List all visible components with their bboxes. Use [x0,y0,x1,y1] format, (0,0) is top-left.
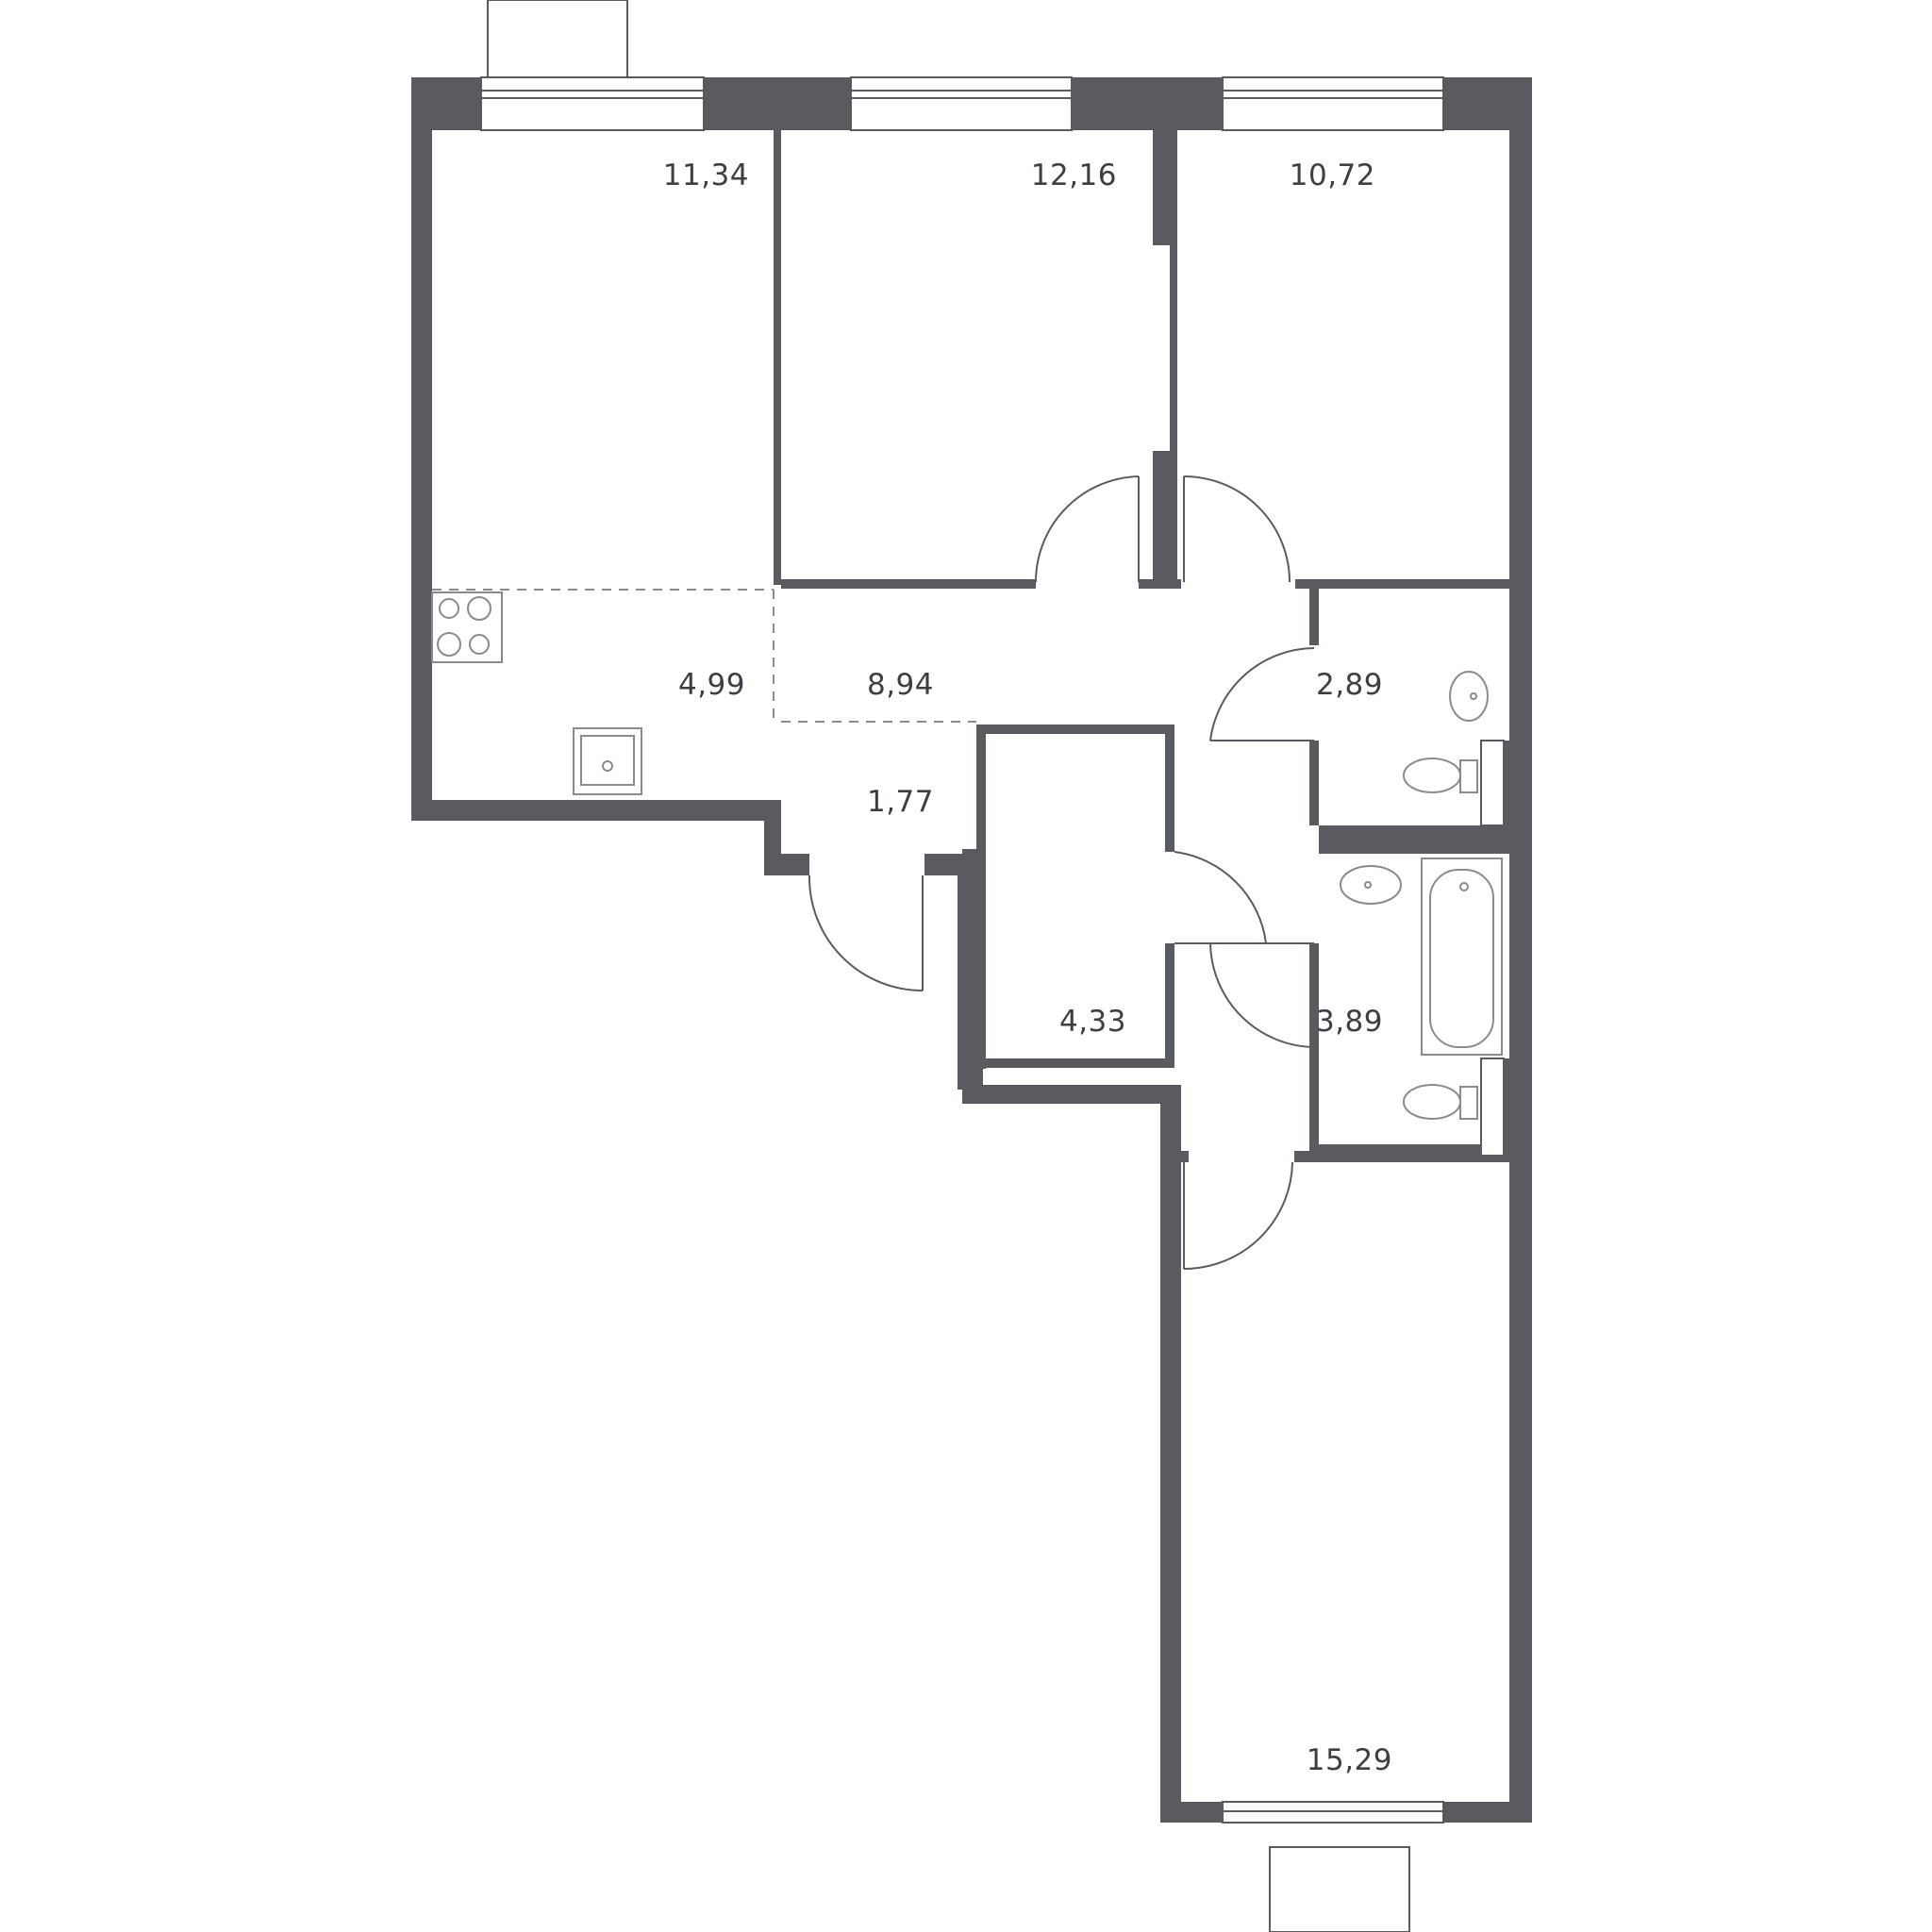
balcony-bottom [1269,1846,1410,1932]
window-n [850,76,1073,131]
area-bedroom-n: 12,16 [1031,158,1117,192]
area-hall: 8,94 [867,668,934,702]
door-entrance [808,874,924,991]
window-east-wc [1480,740,1505,826]
door-storage [1174,851,1267,944]
window-nw [480,76,705,131]
area-bathroom: 3,89 [1316,1005,1383,1039]
area-labels: 11,34 12,16 10,72 4,99 8,94 2,89 1,77 4,… [663,158,1392,1777]
bathroom-toilet-icon [1403,1084,1478,1120]
door-bedroom-n [1035,475,1140,583]
door-living-room [1183,1161,1293,1270]
sink-icon [573,727,642,795]
windows [480,76,1505,1824]
door-bedroom-ne [1183,475,1291,583]
area-bedroom-ne: 10,72 [1290,158,1375,192]
interior-walls [764,130,1510,1162]
window-east-bath [1480,1058,1505,1157]
window-ne [1222,76,1444,131]
area-kitchen: 4,99 [678,668,745,702]
bathroom-sink-icon [1340,865,1402,905]
washbasin-icon [1449,671,1489,722]
balcony-top [487,0,628,81]
doors [808,475,1315,1270]
stove-icon [431,591,503,663]
area-wc: 2,89 [1316,668,1383,702]
zone-lines [432,589,976,723]
area-living-room: 15,29 [1307,1743,1392,1777]
area-bedroom-nw: 11,34 [663,158,749,192]
bathtub-icon [1421,858,1503,1056]
area-storage: 4,33 [1059,1005,1126,1039]
door-bathroom [1209,942,1315,1048]
door-wc [1209,647,1315,741]
toilet-icon [1403,758,1478,793]
area-vestibule: 1,77 [867,785,934,819]
